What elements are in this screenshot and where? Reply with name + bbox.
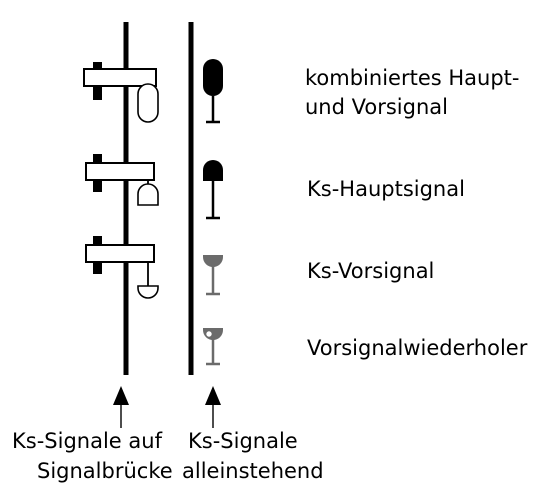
standalone-main-signal-icon (203, 160, 223, 220)
signal-bridge-group (83, 22, 159, 428)
standalone-distant-signal-icon (203, 255, 223, 296)
legend-repeater-signal: Vorsignalwiederholer (307, 336, 528, 360)
bridge-combined-signal (83, 62, 159, 123)
caption-standalone-line1: Ks-Signale (188, 429, 298, 453)
standalone-combined-signal-icon (203, 59, 223, 124)
bridge-main-signal (85, 154, 159, 206)
caption-bridge-line1: Ks-Signale auf (12, 429, 163, 453)
bridge-distant-signal (85, 236, 159, 299)
standalone-arrow-head (205, 386, 221, 405)
legend-combined-line2: und Vorsignal (305, 95, 448, 119)
legend-main-signal: Ks-Hauptsignal (307, 177, 465, 201)
caption-standalone-line2: alleinstehend (182, 459, 324, 483)
legend-combined-line1: kombiniertes Haupt- (305, 66, 519, 90)
caption-bridge-line2: Signalbrücke (37, 459, 173, 483)
legend-distant-signal: Ks-Vorsignal (307, 259, 434, 283)
standalone-repeater-signal-icon (203, 328, 223, 366)
standalone-group (188, 22, 223, 428)
bridge-arrow-head (113, 386, 129, 405)
